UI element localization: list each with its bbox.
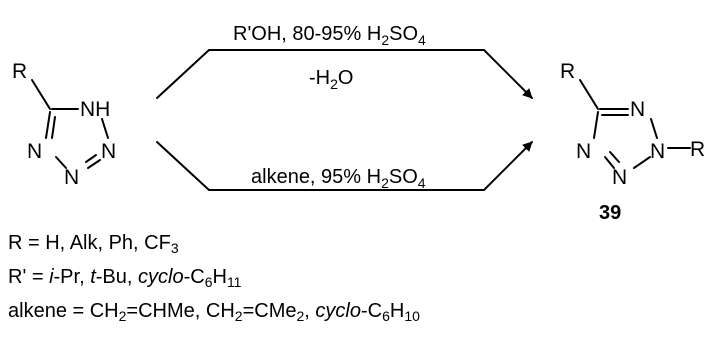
reaction-scheme: R NH N N N R'OH, 80-95% H2SO4 -H2O alken… (12, 23, 705, 224)
reactant-bond-n3-n4 (55, 156, 67, 169)
lower-reaction-arrow (156, 141, 533, 191)
reactant-bond-n4-c5-b (51, 116, 56, 139)
product-bond-n3-n4-b (609, 151, 620, 163)
reactant-bond-n2-n3-a (87, 159, 101, 169)
product-bond-n1-n2 (650, 118, 658, 139)
compound-number: 39 (599, 202, 621, 224)
product-n2-label: N (650, 140, 665, 163)
upper-reaction-arrow (156, 49, 533, 99)
product-r-label: R (560, 60, 575, 83)
definition-alkene: alkene = CH2=CHMe, CH2=CMe2, cyclo-C6H10 (8, 300, 420, 324)
product-r-n-label: R (690, 138, 705, 161)
product-tetrazole: R N N N N R 39 (560, 60, 705, 224)
product-bond-n2-n3 (633, 156, 651, 169)
product-n1-label: N (630, 98, 645, 121)
upper-reagent-label: R'OH, 80-95% H2SO4 (233, 23, 426, 48)
definition-r: R = H, Alk, Ph, CF3 (8, 232, 179, 256)
reactant-bond-r-c5 (31, 79, 51, 110)
reactant-bond-n2-n3-b (85, 154, 97, 163)
product-bond-n4-c5 (593, 111, 599, 139)
reactant-bond-n4-c5-a (45, 111, 51, 139)
product-n3-label: N (612, 166, 627, 189)
reactant-bond-n1-n2 (101, 118, 109, 139)
product-bond-r-c5 (579, 79, 599, 110)
product-n4-label: N (576, 140, 591, 163)
reactant-tetrazole: R NH N N N (12, 60, 116, 189)
reactant-n4-label: N (27, 140, 42, 163)
reactant-nh-label: NH (80, 98, 110, 121)
reactant-n2-label: N (101, 140, 116, 163)
definition-r-prime: R' = i-Pr, t-Bu, cyclo-C6H11 (8, 266, 242, 290)
substituent-definitions: R = H, Alk, Ph, CF3 R' = i-Pr, t-Bu, cyc… (8, 226, 420, 328)
reactant-n3-label: N (64, 166, 79, 189)
upper-byproduct-label: -H2O (309, 67, 353, 92)
reactant-r-label: R (12, 60, 27, 83)
lower-reagent-label: alkene, 95% H2SO4 (251, 166, 426, 191)
product-bond-n3-n4-a (604, 156, 615, 169)
